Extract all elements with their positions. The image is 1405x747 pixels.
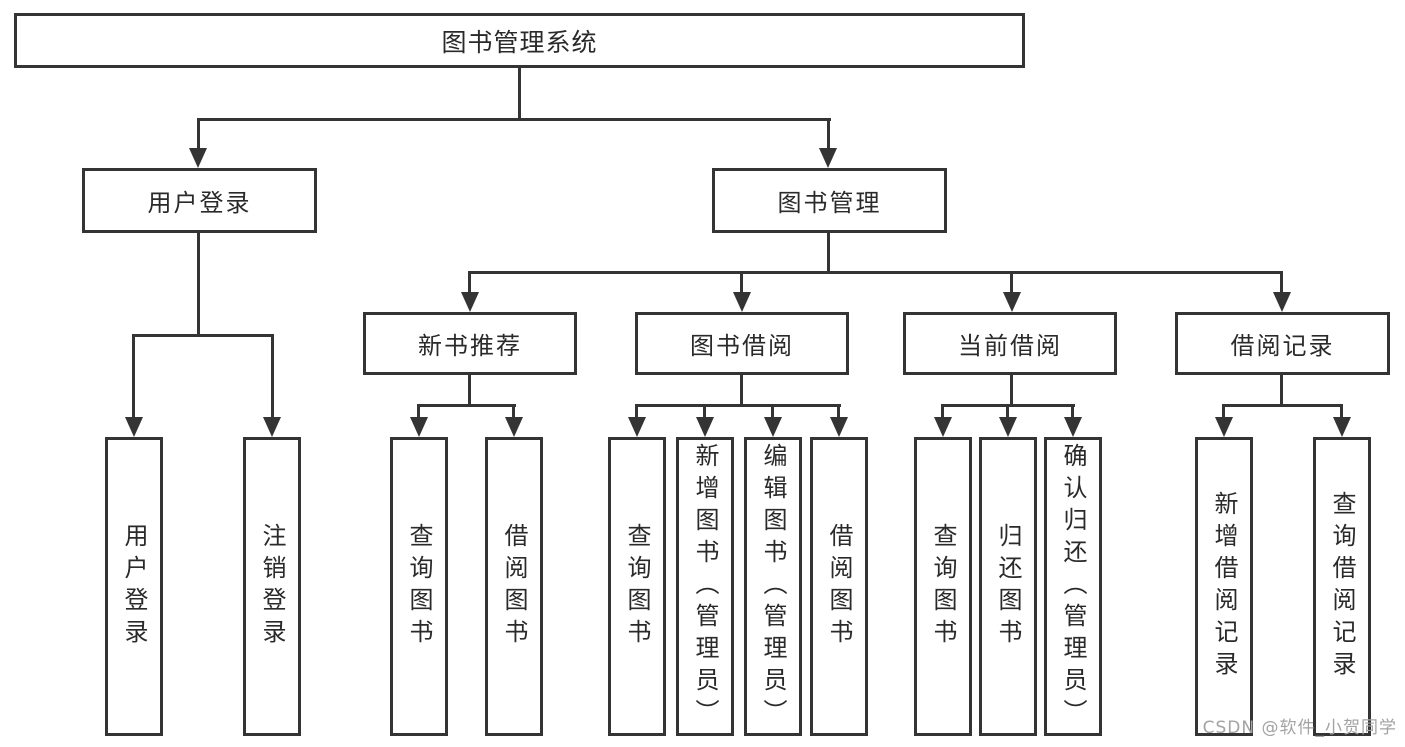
leaf-query-books-borrow: 查询图书 — [608, 437, 666, 736]
node-borrow-records-label: 借阅记录 — [1230, 332, 1335, 360]
node-current-borrow: 当前借阅 — [903, 312, 1117, 375]
arrowhead-user-login — [189, 148, 207, 168]
leaf-user-login: 用户登录 — [105, 437, 163, 736]
connector-current-drop-1 — [941, 404, 944, 418]
leaf-query-borrow-record-label: 查询借阅记录 — [1328, 490, 1356, 683]
connector-records-stub — [1280, 375, 1283, 407]
connector-level1-rail — [197, 118, 831, 121]
connector-borrow-stub — [740, 375, 743, 407]
arrowhead-edit-books-admin — [764, 417, 782, 437]
leaf-query-books-recommend: 查询图书 — [390, 437, 448, 736]
leaf-add-borrow-record-label: 新增借阅记录 — [1210, 490, 1238, 683]
leaf-logout-label: 注销登录 — [258, 522, 286, 651]
connector-records-drop-2 — [1340, 404, 1343, 418]
connector-level2-rail — [468, 271, 1283, 274]
arrowhead-current-borrow — [1003, 292, 1021, 312]
connector-records-drop-1 — [1222, 404, 1225, 418]
node-book-borrow: 图书借阅 — [635, 312, 849, 375]
arrowhead-confirm-return-admin — [1064, 417, 1082, 437]
connector-l2-drop-2 — [740, 271, 743, 293]
arrowhead-leaf-logout — [263, 417, 281, 437]
node-new-book-recommend-label: 新书推荐 — [418, 332, 522, 360]
arrowhead-return-books — [999, 417, 1017, 437]
connector-user-login-drop — [197, 118, 200, 149]
leaf-edit-books-admin: 编辑图书（管理员） — [744, 437, 802, 736]
connector-user-branch-stub — [197, 233, 200, 337]
node-book-management-label: 图书管理 — [777, 189, 882, 217]
connector-borrow-drop-4 — [837, 404, 840, 418]
arrowhead-book-mgmt — [819, 148, 837, 168]
leaf-confirm-return-admin-label: 确认归还（管理员） — [1059, 442, 1087, 731]
leaf-add-books-admin: 新增图书（管理员） — [676, 437, 734, 736]
leaf-return-books-label: 归还图书 — [994, 522, 1022, 651]
arrowhead-query-books-current — [934, 417, 952, 437]
leaf-logout: 注销登录 — [243, 437, 301, 736]
node-user-login-branch-label: 用户登录 — [147, 189, 252, 217]
leaf-borrow-books-recommend: 借阅图书 — [485, 437, 543, 736]
connector-recommend-drop-1 — [417, 404, 420, 418]
connector-user-rail — [132, 334, 274, 337]
connector-current-drop-2 — [1006, 404, 1009, 418]
node-book-borrow-label: 图书借阅 — [690, 332, 794, 360]
arrowhead-query-books-recommend — [410, 417, 428, 437]
connector-root-stub — [518, 68, 521, 120]
connector-l2-drop-3 — [1010, 271, 1013, 293]
arrowhead-borrow-books-recommend — [505, 417, 523, 437]
connector-borrow-rail — [635, 404, 841, 407]
leaf-user-login-label: 用户登录 — [120, 522, 148, 651]
leaf-add-books-admin-label: 新增图书（管理员） — [691, 442, 719, 731]
node-current-borrow-label: 当前借阅 — [958, 332, 1062, 360]
leaf-query-borrow-record: 查询借阅记录 — [1313, 437, 1371, 736]
leaf-query-books-recommend-label: 查询图书 — [405, 522, 433, 651]
arrowhead-leaf-user-login — [125, 417, 143, 437]
node-borrow-records: 借阅记录 — [1175, 312, 1390, 375]
connector-current-drop-3 — [1071, 404, 1074, 418]
csdn-watermark: CSDN @软件_小贺同学 — [1202, 718, 1397, 738]
connector-recommend-rail — [417, 404, 516, 407]
leaf-borrow-books-label: 借阅图书 — [825, 522, 853, 651]
connector-records-rail — [1222, 404, 1342, 407]
connector-recommend-stub — [468, 375, 471, 407]
arrowhead-add-borrow-record — [1215, 417, 1233, 437]
node-root-label: 图书管理系统 — [441, 27, 598, 57]
leaf-return-books: 归还图书 — [979, 437, 1037, 736]
arrowhead-borrow-books — [830, 417, 848, 437]
node-new-book-recommend: 新书推荐 — [363, 312, 577, 375]
connector-book-branch-stub — [827, 233, 830, 274]
connector-user-leaf1-drop — [132, 334, 135, 418]
connector-l2-drop-4 — [1280, 271, 1283, 293]
leaf-query-books-borrow-label: 查询图书 — [623, 522, 651, 651]
leaf-query-books-current-label: 查询图书 — [929, 522, 957, 651]
node-user-login-branch: 用户登录 — [82, 168, 317, 233]
leaf-edit-books-admin-label: 编辑图书（管理员） — [759, 442, 787, 731]
connector-l2-drop-1 — [468, 271, 471, 293]
leaf-add-borrow-record: 新增借阅记录 — [1195, 437, 1253, 736]
connector-borrow-drop-3 — [771, 404, 774, 418]
arrowhead-query-books-borrow — [628, 417, 646, 437]
node-root: 图书管理系统 — [14, 13, 1025, 68]
connector-borrow-drop-1 — [635, 404, 638, 418]
arrowhead-book-borrow — [733, 292, 751, 312]
arrowhead-new-book-recommend — [461, 292, 479, 312]
connector-book-mgmt-drop — [827, 118, 830, 149]
connector-recommend-drop-2 — [512, 404, 515, 418]
connector-user-leaf2-drop — [271, 334, 274, 418]
leaf-borrow-books-recommend-label: 借阅图书 — [500, 522, 528, 651]
arrowhead-query-borrow-record — [1333, 417, 1351, 437]
leaf-confirm-return-admin: 确认归还（管理员） — [1044, 437, 1102, 736]
leaf-borrow-books: 借阅图书 — [810, 437, 868, 736]
leaf-query-books-current: 查询图书 — [914, 437, 972, 736]
arrowhead-borrow-records — [1273, 292, 1291, 312]
arrowhead-add-books-admin — [696, 417, 714, 437]
connector-borrow-drop-2 — [703, 404, 706, 418]
node-book-management: 图书管理 — [712, 168, 947, 233]
connector-current-stub — [1010, 375, 1013, 407]
